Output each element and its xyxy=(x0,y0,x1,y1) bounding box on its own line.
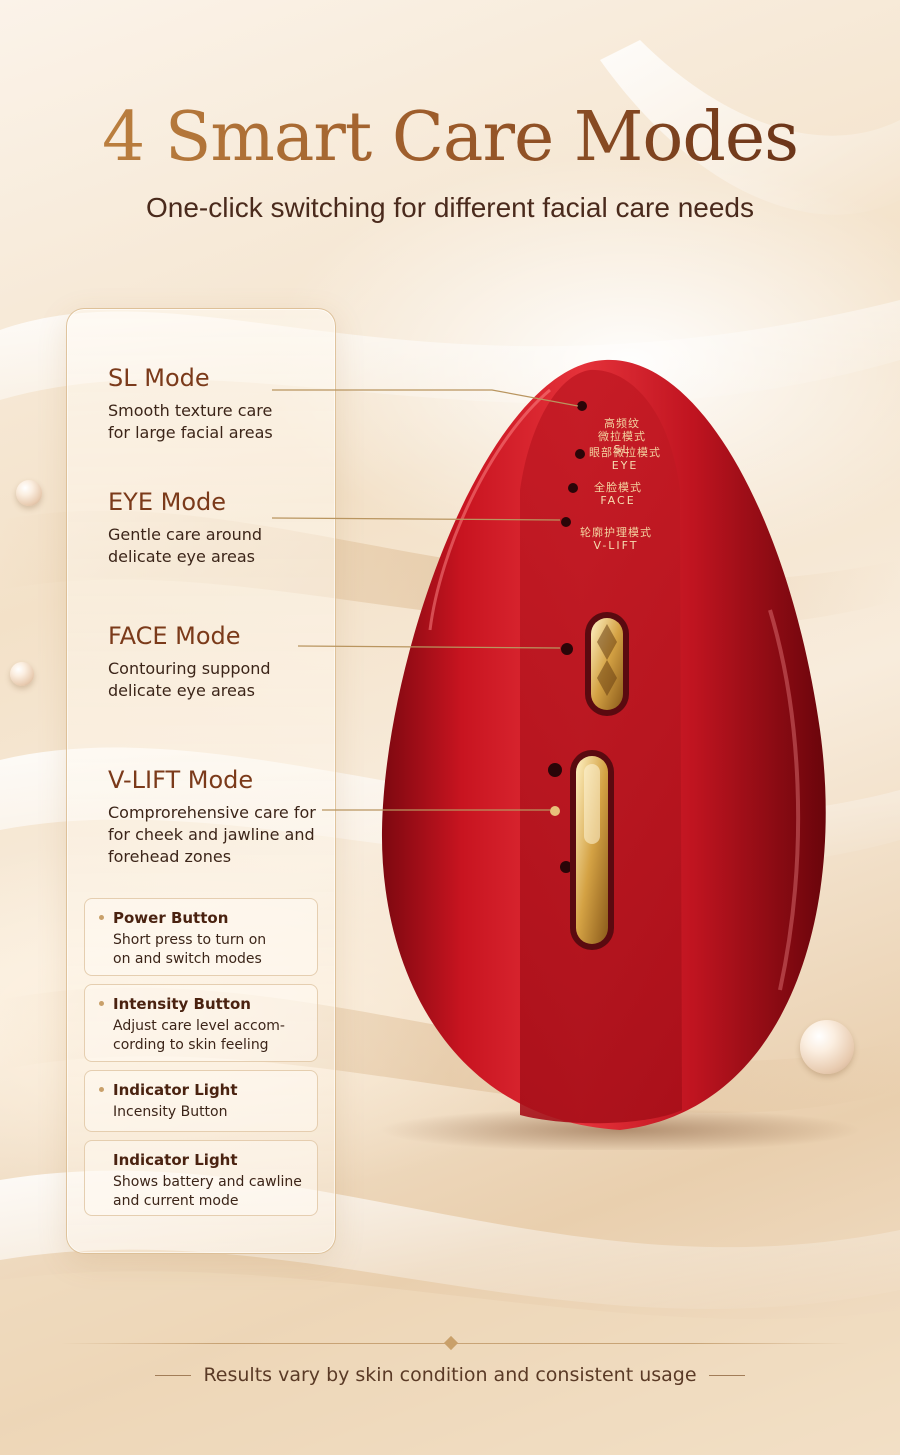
mode-title: EYE Mode xyxy=(108,488,227,516)
device-label-eye: 眼部微拉模式 EYE xyxy=(589,446,661,472)
card-title: Power Button xyxy=(99,908,307,928)
dash-line xyxy=(155,1375,192,1376)
mode-description: Comprorehensive care for for cheek and j… xyxy=(108,803,316,866)
mode-face: FACE Mode Contouring suppond delicate ey… xyxy=(108,622,338,702)
device-label-vlift: 轮廓护理模式 V-LIFT xyxy=(580,526,652,552)
card-description: Adjust care level accom- cording to skin… xyxy=(113,1018,285,1053)
beauty-device xyxy=(380,359,860,1150)
mode-title: SL Mode xyxy=(108,364,210,392)
footer-note: Results vary by skin condition and consi… xyxy=(0,1364,900,1386)
feature-card-power: Power Button Short press to turn on on a… xyxy=(84,898,318,976)
mode-description: Contouring suppond delicate eye areas xyxy=(108,659,271,700)
bullet-icon xyxy=(99,1001,104,1006)
bullet-icon xyxy=(99,1087,104,1092)
feature-card-indicator: Indicator Light Incensity Button xyxy=(84,1070,318,1132)
card-title: Indicator Light xyxy=(113,1151,238,1169)
pearl-decoration xyxy=(16,480,42,506)
pearl-decoration xyxy=(800,1020,854,1074)
mode-description: Gentle care around delicate eye areas xyxy=(108,525,263,566)
bullet-icon xyxy=(99,915,104,920)
pearl-decoration xyxy=(10,662,34,686)
page-title: 4 Smart Care Modes xyxy=(0,98,900,177)
feature-card-indicator-light: Indicator Light Shows battery and cawlin… xyxy=(84,1140,318,1216)
device-label-face: 全脸模式 FACE xyxy=(594,481,642,507)
device-label-sl: 高频纹 微拉模式 SL xyxy=(598,417,646,456)
card-title: Intensity Button xyxy=(99,994,307,1014)
card-title: Indicator Light xyxy=(99,1080,307,1100)
mode-title: V-LIFT Mode xyxy=(108,766,254,794)
mode-title: FACE Mode xyxy=(108,622,241,650)
mode-eye: EYE Mode Gentle care around delicate eye… xyxy=(108,488,338,568)
feature-card-intensity: Intensity Button Adjust care level accom… xyxy=(84,984,318,1062)
page-subtitle: One-click switching for different facial… xyxy=(146,192,754,223)
dash-line xyxy=(708,1375,745,1376)
mode-sl: SL Mode Smooth texture care for large fa… xyxy=(108,364,338,444)
mode-description: Smooth texture care for large facial are… xyxy=(108,401,273,442)
card-description: Incensity Button xyxy=(113,1104,228,1120)
diamond-icon xyxy=(443,1335,459,1351)
card-description: Short press to turn on on and switch mod… xyxy=(113,932,267,967)
mode-vlift: V-LIFT Mode Comprorehensive care for for… xyxy=(108,766,338,868)
card-description: Shows battery and cawline and current mo… xyxy=(113,1174,302,1209)
